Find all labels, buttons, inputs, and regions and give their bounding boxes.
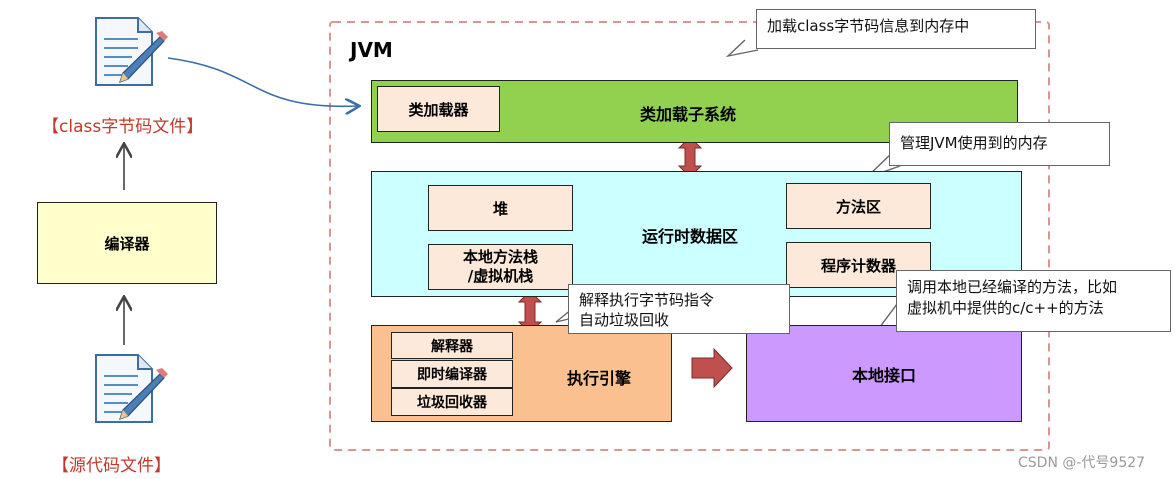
runtime-data-area-title: 运行时数据区 [642,227,739,246]
native-interface-box: 本地接口 [746,325,1022,422]
class-loader-box: 类加载器 [377,86,500,132]
method-area-box: 方法区 [786,183,931,229]
class-file-icon [88,15,168,87]
interpreter-label: 解释器 [431,338,473,355]
heap-label: 堆 [492,199,508,218]
native-interface-label: 本地接口 [851,365,916,385]
garbage-collector-label: 垃圾回收器 [417,395,487,411]
compiler-box: 编译器 [37,202,217,284]
native-stack-box: 本地方法栈 /虚拟机栈 [428,244,573,290]
compiler-label: 编译器 [104,234,150,253]
callout-load-to-memory: 加载class字节码信息到内存中 [756,9,1036,49]
native-stack-label: 本地方法栈 /虚拟机栈 [462,248,538,285]
execution-engine-title: 执行引擎 [567,369,632,388]
class-loader-subsystem-title: 类加载子系统 [640,105,737,124]
source-file-icon [88,352,168,424]
jit-compiler-label: 即时编译器 [417,367,487,383]
source-file-label: 【源代码文件】 [52,456,171,476]
interpreter-box: 解释器 [391,332,513,359]
callout-tail-1 [725,39,759,58]
watermark: CSDN @-代号9527 [1018,455,1146,471]
class-file-to-loader-arrow [167,57,358,106]
class-loader-label: 类加载器 [408,100,469,119]
callout-jvm-memory: 管理JVM使用到的内存 [889,122,1110,166]
jit-compiler-box: 即时编译器 [391,360,513,388]
program-counter-box: 程序计数器 [786,242,931,288]
engine-to-native-arrow [691,347,733,389]
garbage-collector-box: 垃圾回收器 [391,388,513,416]
callout-execute: 解释执行字节码指令 自动垃圾回收 [568,284,790,334]
jvm-title: JVM [350,38,393,62]
heap-box: 堆 [428,185,573,231]
method-area-label: 方法区 [835,197,881,216]
callout-native-call: 调用本地已经编译的方法，比如 虚拟机中提供的c/c++的方法 [896,270,1171,332]
class-file-label: 【class字节码文件】 [42,117,204,137]
program-counter-label: 程序计数器 [820,256,896,275]
jvm-dashed-frame [329,21,1050,451]
